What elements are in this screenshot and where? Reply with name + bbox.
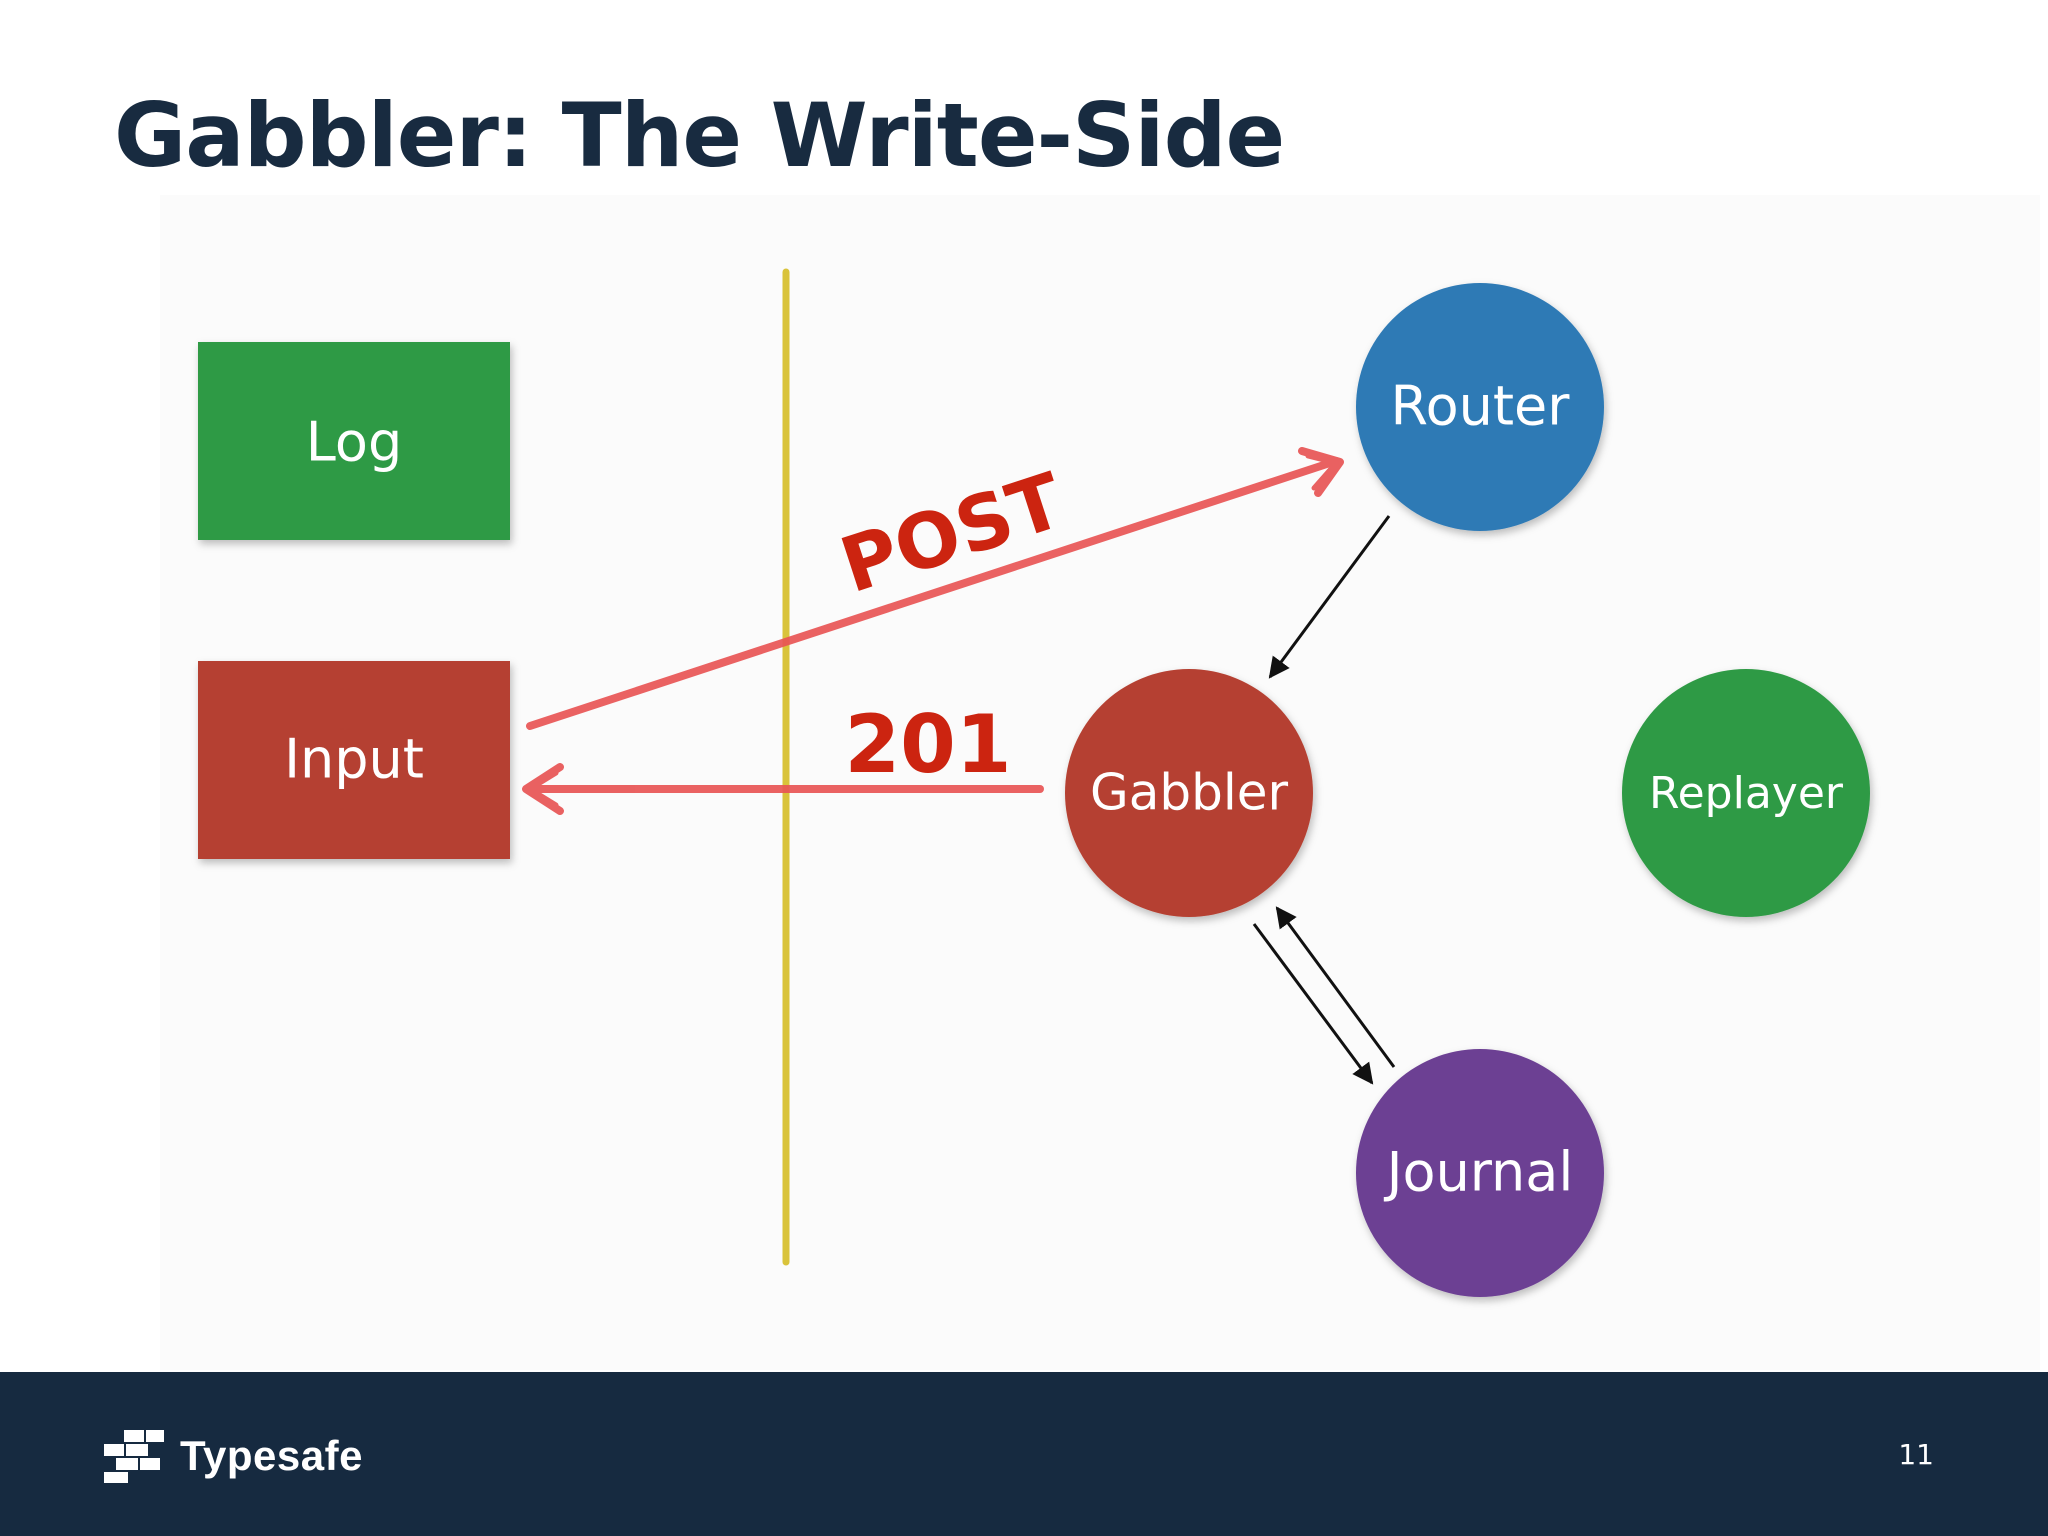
page-number: 11 <box>1898 1438 1934 1471</box>
response-arrow <box>522 763 1044 815</box>
replayer-node <box>1622 669 1870 917</box>
input-label: Input <box>284 728 424 791</box>
typesafe-logo-icon <box>104 1430 164 1483</box>
gabbler-to-journal-arrow <box>1252 923 1374 1085</box>
journal-label: Journal <box>1384 1141 1574 1204</box>
log-label: Log <box>306 411 402 474</box>
router-to-gabbler-arrow <box>1268 515 1391 679</box>
log-box <box>198 342 510 540</box>
brand: Typesafe <box>102 1428 363 1484</box>
post-request-arrow <box>526 447 1344 730</box>
footer-bar: Typesafe 11 <box>0 1372 2048 1536</box>
replayer-label: Replayer <box>1649 768 1844 819</box>
response-code-label: 201 <box>845 698 1012 791</box>
brand-name: Typesafe <box>180 1432 363 1479</box>
journal-node <box>1356 1049 1604 1297</box>
input-box <box>198 661 510 859</box>
gabbler-node <box>1065 669 1313 917</box>
router-node <box>1356 283 1604 531</box>
journal-to-gabbler-arrow <box>1275 906 1396 1068</box>
gabbler-label: Gabbler <box>1090 764 1289 822</box>
diagram: Log Input Router Gabbler Replayer Journa… <box>198 268 1870 1297</box>
router-label: Router <box>1391 375 1571 438</box>
slide-title: Gabbler: The Write-Side <box>114 84 1285 187</box>
